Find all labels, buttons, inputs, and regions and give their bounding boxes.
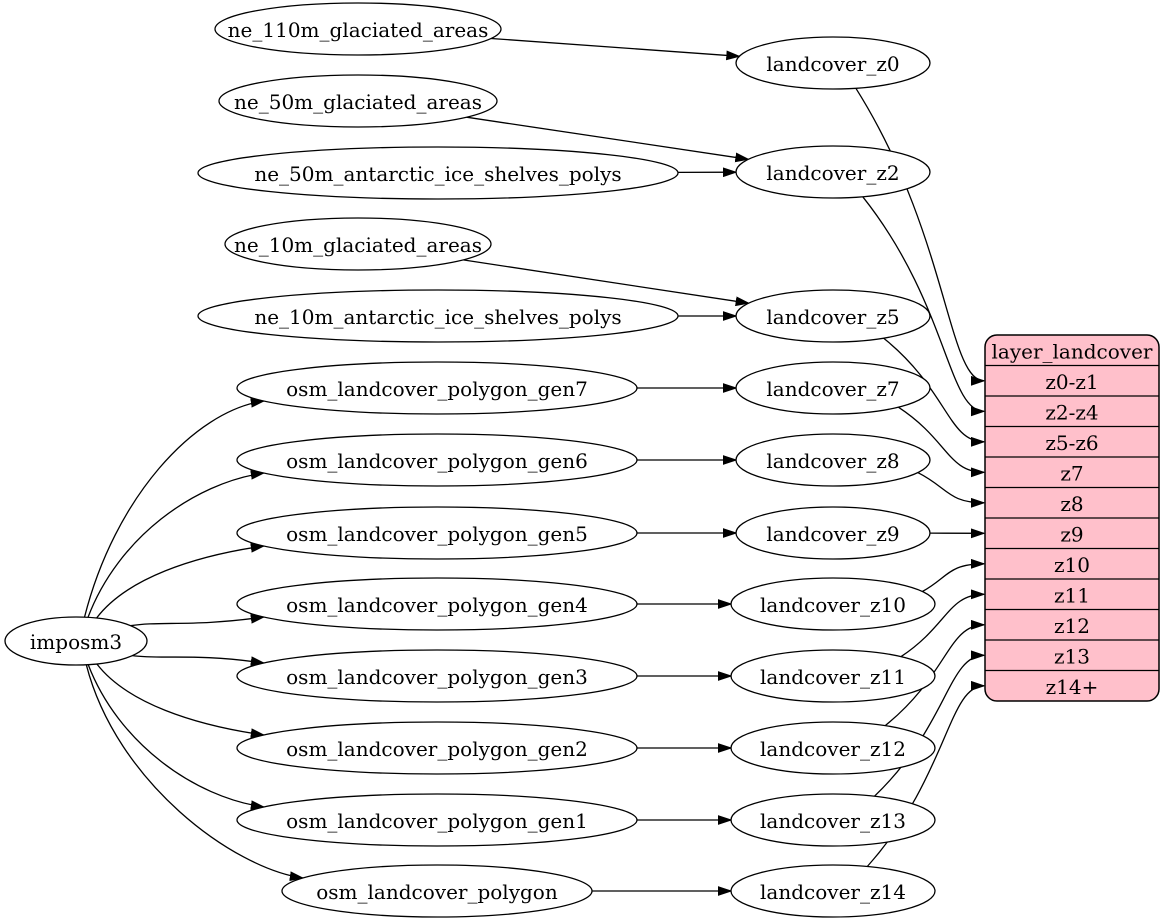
node-osm_landcover_polygon_gen3 — [236, 649, 638, 703]
node-osm_landcover_polygon_gen7 — [236, 361, 638, 415]
edge-landcover_z11-to-row-z11 — [900, 594, 984, 658]
node-osm_landcover_polygon_gen5 — [236, 506, 638, 560]
edge-landcover_z5-to-row-z5-z6 — [883, 337, 984, 442]
node-label-landcover_z13: landcover_z13 — [760, 809, 906, 833]
table-row-z11: z11 — [1054, 583, 1090, 607]
node-label-osm_landcover_polygon_gen7: osm_landcover_polygon_gen7 — [286, 377, 588, 401]
edge-landcover_z10-to-row-z10 — [922, 564, 984, 593]
table-row-z8: z8 — [1060, 492, 1083, 516]
node-landcover_z9 — [735, 506, 931, 560]
node-landcover_z12 — [730, 721, 936, 775]
node-label-osm_landcover_polygon_gen2: osm_landcover_polygon_gen2 — [286, 737, 588, 761]
node-label-ne_50m_glaciated_areas: ne_50m_glaciated_areas — [234, 90, 482, 114]
node-landcover_z0 — [735, 36, 931, 90]
node-label-landcover_z8: landcover_z8 — [766, 449, 899, 473]
table-layer: layer_landcover z0-z1 z2-z4 z5-z6 z7 z8 z9 z10 z… — [984, 334, 1160, 702]
table-row-z12: z12 — [1054, 614, 1090, 638]
edge-imposm3-to-osm_landcover_polygon_gen7 — [83, 401, 264, 618]
node-landcover_z11 — [730, 649, 936, 703]
node-landcover_z10 — [730, 577, 936, 631]
node-imposm3 — [4, 616, 148, 666]
node-label-osm_landcover_polygon_gen5: osm_landcover_polygon_gen5 — [286, 522, 588, 546]
node-landcover_z14 — [730, 864, 936, 918]
edge-landcover_z0-to-row-z0-z1 — [855, 87, 984, 381]
node-osm_landcover_polygon_gen1 — [236, 793, 638, 847]
nodes-layer: imposm3 ne_110m_glaciated_areas ne_50m_gla… — [4, 2, 936, 918]
table-row-z0-z1: z0-z1 — [1045, 370, 1098, 394]
node-label-ne_10m_antarctic_ice_shelves_polys: ne_10m_antarctic_ice_shelves_polys — [254, 305, 621, 329]
table-title: layer_landcover — [992, 339, 1153, 363]
node-label-ne_10m_glaciated_areas: ne_10m_glaciated_areas — [234, 233, 482, 257]
node-label-landcover_z2: landcover_z2 — [766, 161, 899, 185]
edge-ne_110m_glaciated_areas-to-landcover_z0 — [491, 37, 739, 57]
edge-landcover_z12-to-row-z12 — [884, 625, 984, 727]
edge-imposm3-to-osm_landcover_polygon_gen4 — [130, 617, 264, 627]
node-label-landcover_z9: landcover_z9 — [766, 522, 899, 546]
table-row-z13: z13 — [1054, 644, 1090, 668]
node-label-landcover_z7: landcover_z7 — [766, 377, 899, 401]
edge-imposm3-to-osm_landcover_polygon — [85, 664, 302, 878]
node-landcover_z13 — [730, 793, 936, 847]
node-label-landcover_z5: landcover_z5 — [766, 305, 899, 329]
node-landcover_z5 — [735, 289, 931, 343]
edge-imposm3-to-osm_landcover_polygon_gen2 — [96, 663, 264, 735]
node-ne_50m_antarctic_ice_shelves_polys — [197, 146, 679, 200]
edge-imposm3-to-osm_landcover_polygon_gen6 — [87, 473, 264, 618]
node-label-imposm3: imposm3 — [30, 630, 122, 654]
table-row-z5-z6: z5-z6 — [1045, 431, 1098, 455]
edge-ne_50m_glaciated_areas-to-landcover_z2 — [466, 116, 749, 159]
table-row-z14+: z14+ — [1046, 675, 1099, 699]
edge-landcover_z8-to-row-z8 — [917, 472, 984, 503]
node-landcover_z7 — [735, 361, 931, 415]
edge-landcover_z2-to-row-z2-z4 — [862, 196, 984, 412]
edge-imposm3-to-osm_landcover_polygon_gen1 — [87, 664, 264, 807]
table-row-z10: z10 — [1054, 553, 1090, 577]
edge-landcover_z7-to-row-z7 — [898, 406, 984, 472]
node-osm_landcover_polygon_gen4 — [236, 577, 638, 631]
node-ne_10m_antarctic_ice_shelves_polys — [197, 289, 679, 343]
node-label-landcover_z10: landcover_z10 — [760, 593, 906, 617]
node-ne_110m_glaciated_areas — [214, 2, 502, 56]
edge-imposm3-to-osm_landcover_polygon_gen3 — [132, 654, 264, 663]
node-label-landcover_z12: landcover_z12 — [760, 737, 906, 761]
node-label-ne_50m_antarctic_ice_shelves_polys: ne_50m_antarctic_ice_shelves_polys — [254, 162, 621, 186]
edge-landcover_z13-to-row-z13 — [874, 655, 985, 797]
node-label-osm_landcover_polygon_gen1: osm_landcover_polygon_gen1 — [286, 809, 588, 833]
node-label-osm_landcover_polygon: osm_landcover_polygon — [316, 880, 558, 904]
node-label-landcover_z14: landcover_z14 — [760, 880, 906, 904]
node-osm_landcover_polygon_gen2 — [236, 721, 638, 775]
edges-layer — [83, 37, 985, 892]
node-label-osm_landcover_polygon_gen3: osm_landcover_polygon_gen3 — [286, 665, 588, 689]
table-row-z2-z4: z2-z4 — [1045, 400, 1098, 424]
node-ne_50m_glaciated_areas — [218, 74, 498, 128]
node-label-osm_landcover_polygon_gen4: osm_landcover_polygon_gen4 — [286, 593, 588, 617]
edge-ne_10m_glaciated_areas-to-landcover_z5 — [463, 259, 748, 303]
node-landcover_z2 — [735, 145, 931, 199]
table-row-z9: z9 — [1060, 522, 1083, 546]
table-row-z7: z7 — [1060, 461, 1083, 485]
node-ne_10m_glaciated_areas — [224, 217, 492, 271]
node-label-osm_landcover_polygon_gen6: osm_landcover_polygon_gen6 — [286, 449, 588, 473]
node-osm_landcover_polygon_gen6 — [236, 433, 638, 487]
node-label-ne_110m_glaciated_areas: ne_110m_glaciated_areas — [228, 18, 489, 42]
node-label-landcover_z11: landcover_z11 — [760, 665, 906, 689]
node-label-landcover_z0: landcover_z0 — [766, 52, 899, 76]
edge-imposm3-to-osm_landcover_polygon_gen5 — [96, 546, 264, 619]
node-landcover_z8 — [735, 433, 931, 487]
node-osm_landcover_polygon — [281, 864, 593, 918]
